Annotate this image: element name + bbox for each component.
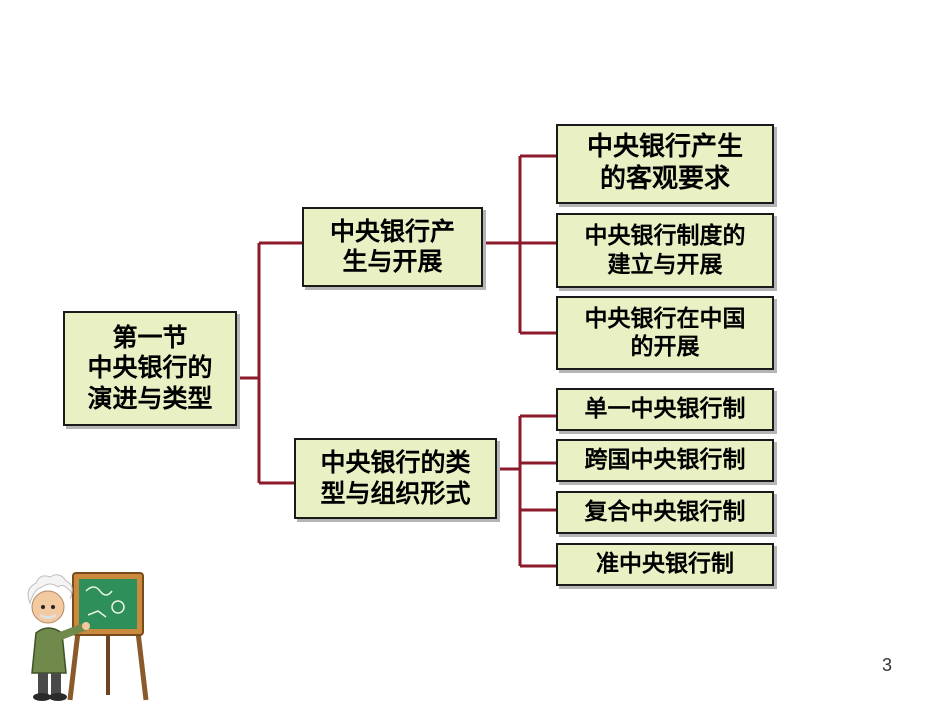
branch-node-label: 中央银行产 生与开展	[329, 216, 455, 277]
leaf-node-china-development: 中央银行在中国 的开展	[556, 296, 774, 370]
root-node: 第一节 中央银行的 演进与类型	[63, 311, 237, 426]
leaf-node-label: 复合中央银行制	[584, 499, 746, 526]
leaf-node-transnational-system: 跨国中央银行制	[556, 439, 774, 482]
leaf-node-label: 中央银行制度的 建立与开展	[584, 223, 746, 278]
leaf-node-label: 中央银行在中国 的开展	[584, 305, 746, 360]
leaf-node-label: 跨国中央银行制	[584, 447, 746, 474]
branch-node-types: 中央银行的类 型与组织形式	[294, 438, 497, 519]
leaf-node-label: 准中央银行制	[596, 551, 734, 578]
leaf-node-objective-requirement: 中央银行产生 的客观要求	[556, 124, 774, 204]
leaf-node-compound-system: 复合中央银行制	[556, 491, 774, 534]
leaf-node-single-system: 单一中央银行制	[556, 388, 774, 431]
leaf-node-label: 中央银行产生 的客观要求	[586, 132, 743, 194]
leaf-node-system-establishment: 中央银行制度的 建立与开展	[556, 213, 774, 288]
page-number: 3	[881, 655, 892, 675]
leaf-node-label: 单一中央银行制	[584, 396, 746, 423]
teacher-at-chalkboard-icon	[27, 572, 149, 701]
root-node-label: 第一节 中央银行的 演进与类型	[87, 322, 213, 413]
branch-node-emergence: 中央银行产 生与开展	[302, 207, 483, 287]
leaf-node-quasi-system: 准中央银行制	[556, 543, 774, 586]
branch-node-label: 中央银行的类 型与组织形式	[320, 448, 471, 508]
